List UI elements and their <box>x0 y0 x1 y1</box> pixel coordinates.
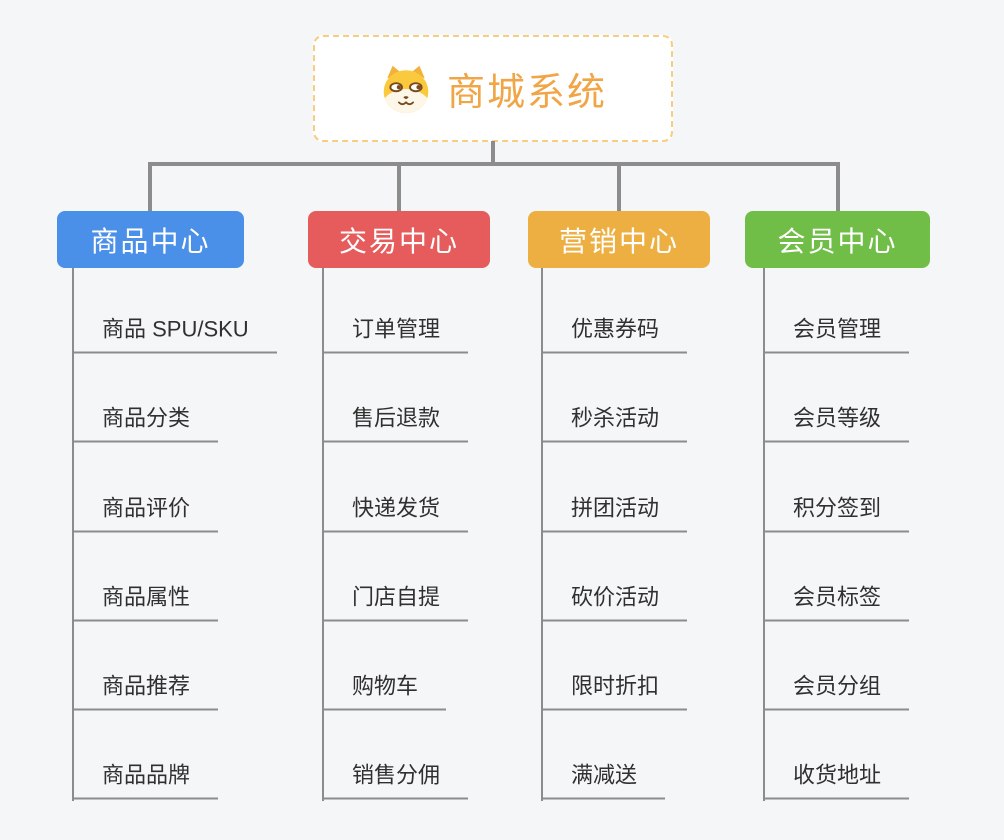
leaf-node[interactable]: 商品 SPU/SKU <box>72 316 277 353</box>
leaf-node[interactable]: 购物车 <box>322 673 447 710</box>
connector-drop-products <box>148 166 152 211</box>
connector-rail <box>72 268 74 801</box>
root-title: 商城系统 <box>446 72 607 114</box>
connector-rail <box>763 268 765 801</box>
leaf-node[interactable]: 砍价活动 <box>541 584 688 621</box>
leaf-node[interactable]: 会员等级 <box>763 405 910 442</box>
leaf-node[interactable]: 会员管理 <box>763 316 910 353</box>
leaf-node[interactable]: 销售分佣 <box>322 762 469 799</box>
leaf-node[interactable]: 秒杀活动 <box>541 405 688 442</box>
branch-label: 商品中心 <box>90 225 211 257</box>
leaf-node[interactable]: 收货地址 <box>763 762 910 799</box>
leaf-node[interactable]: 商品属性 <box>72 584 219 621</box>
branch-node-members[interactable]: 会员中心 <box>745 211 930 268</box>
root-node[interactable]: 商城系统 <box>313 35 673 142</box>
connector-root-stub <box>491 141 495 162</box>
leaf-node[interactable]: 商品评价 <box>72 495 219 532</box>
leaf-node[interactable]: 会员分组 <box>763 673 910 710</box>
leaf-node[interactable]: 积分签到 <box>763 495 910 532</box>
leaf-node[interactable]: 会员标签 <box>763 584 910 621</box>
leaf-node[interactable]: 拼团活动 <box>541 495 688 532</box>
connector-rail <box>322 268 324 801</box>
branch-label: 会员中心 <box>777 225 898 257</box>
leaf-node[interactable]: 优惠券码 <box>541 316 688 353</box>
leaf-node[interactable]: 快递发货 <box>322 495 469 532</box>
leaf-node[interactable]: 售后退款 <box>322 405 469 442</box>
leaf-node[interactable]: 商品分类 <box>72 405 219 442</box>
leaf-node[interactable]: 商品品牌 <box>72 762 219 799</box>
branch-node-marketing[interactable]: 营销中心 <box>528 211 710 268</box>
leaf-node[interactable]: 满减送 <box>541 762 666 799</box>
branch-label: 营销中心 <box>558 225 679 257</box>
leaf-node[interactable]: 商品推荐 <box>72 673 219 710</box>
connector-drop-marketing <box>617 166 621 211</box>
leaf-node[interactable]: 限时折扣 <box>541 673 688 710</box>
connector-bus <box>148 162 840 166</box>
branch-label: 交易中心 <box>338 225 459 257</box>
leaf-node[interactable]: 门店自提 <box>322 584 469 621</box>
branch-node-trade[interactable]: 交易中心 <box>308 211 490 268</box>
leaf-node[interactable]: 订单管理 <box>322 316 469 353</box>
connector-drop-trade <box>397 166 401 211</box>
connector-drop-members <box>836 166 840 211</box>
dog-face-icon <box>379 64 433 114</box>
connector-rail <box>541 268 543 801</box>
branch-node-products[interactable]: 商品中心 <box>57 211 244 268</box>
